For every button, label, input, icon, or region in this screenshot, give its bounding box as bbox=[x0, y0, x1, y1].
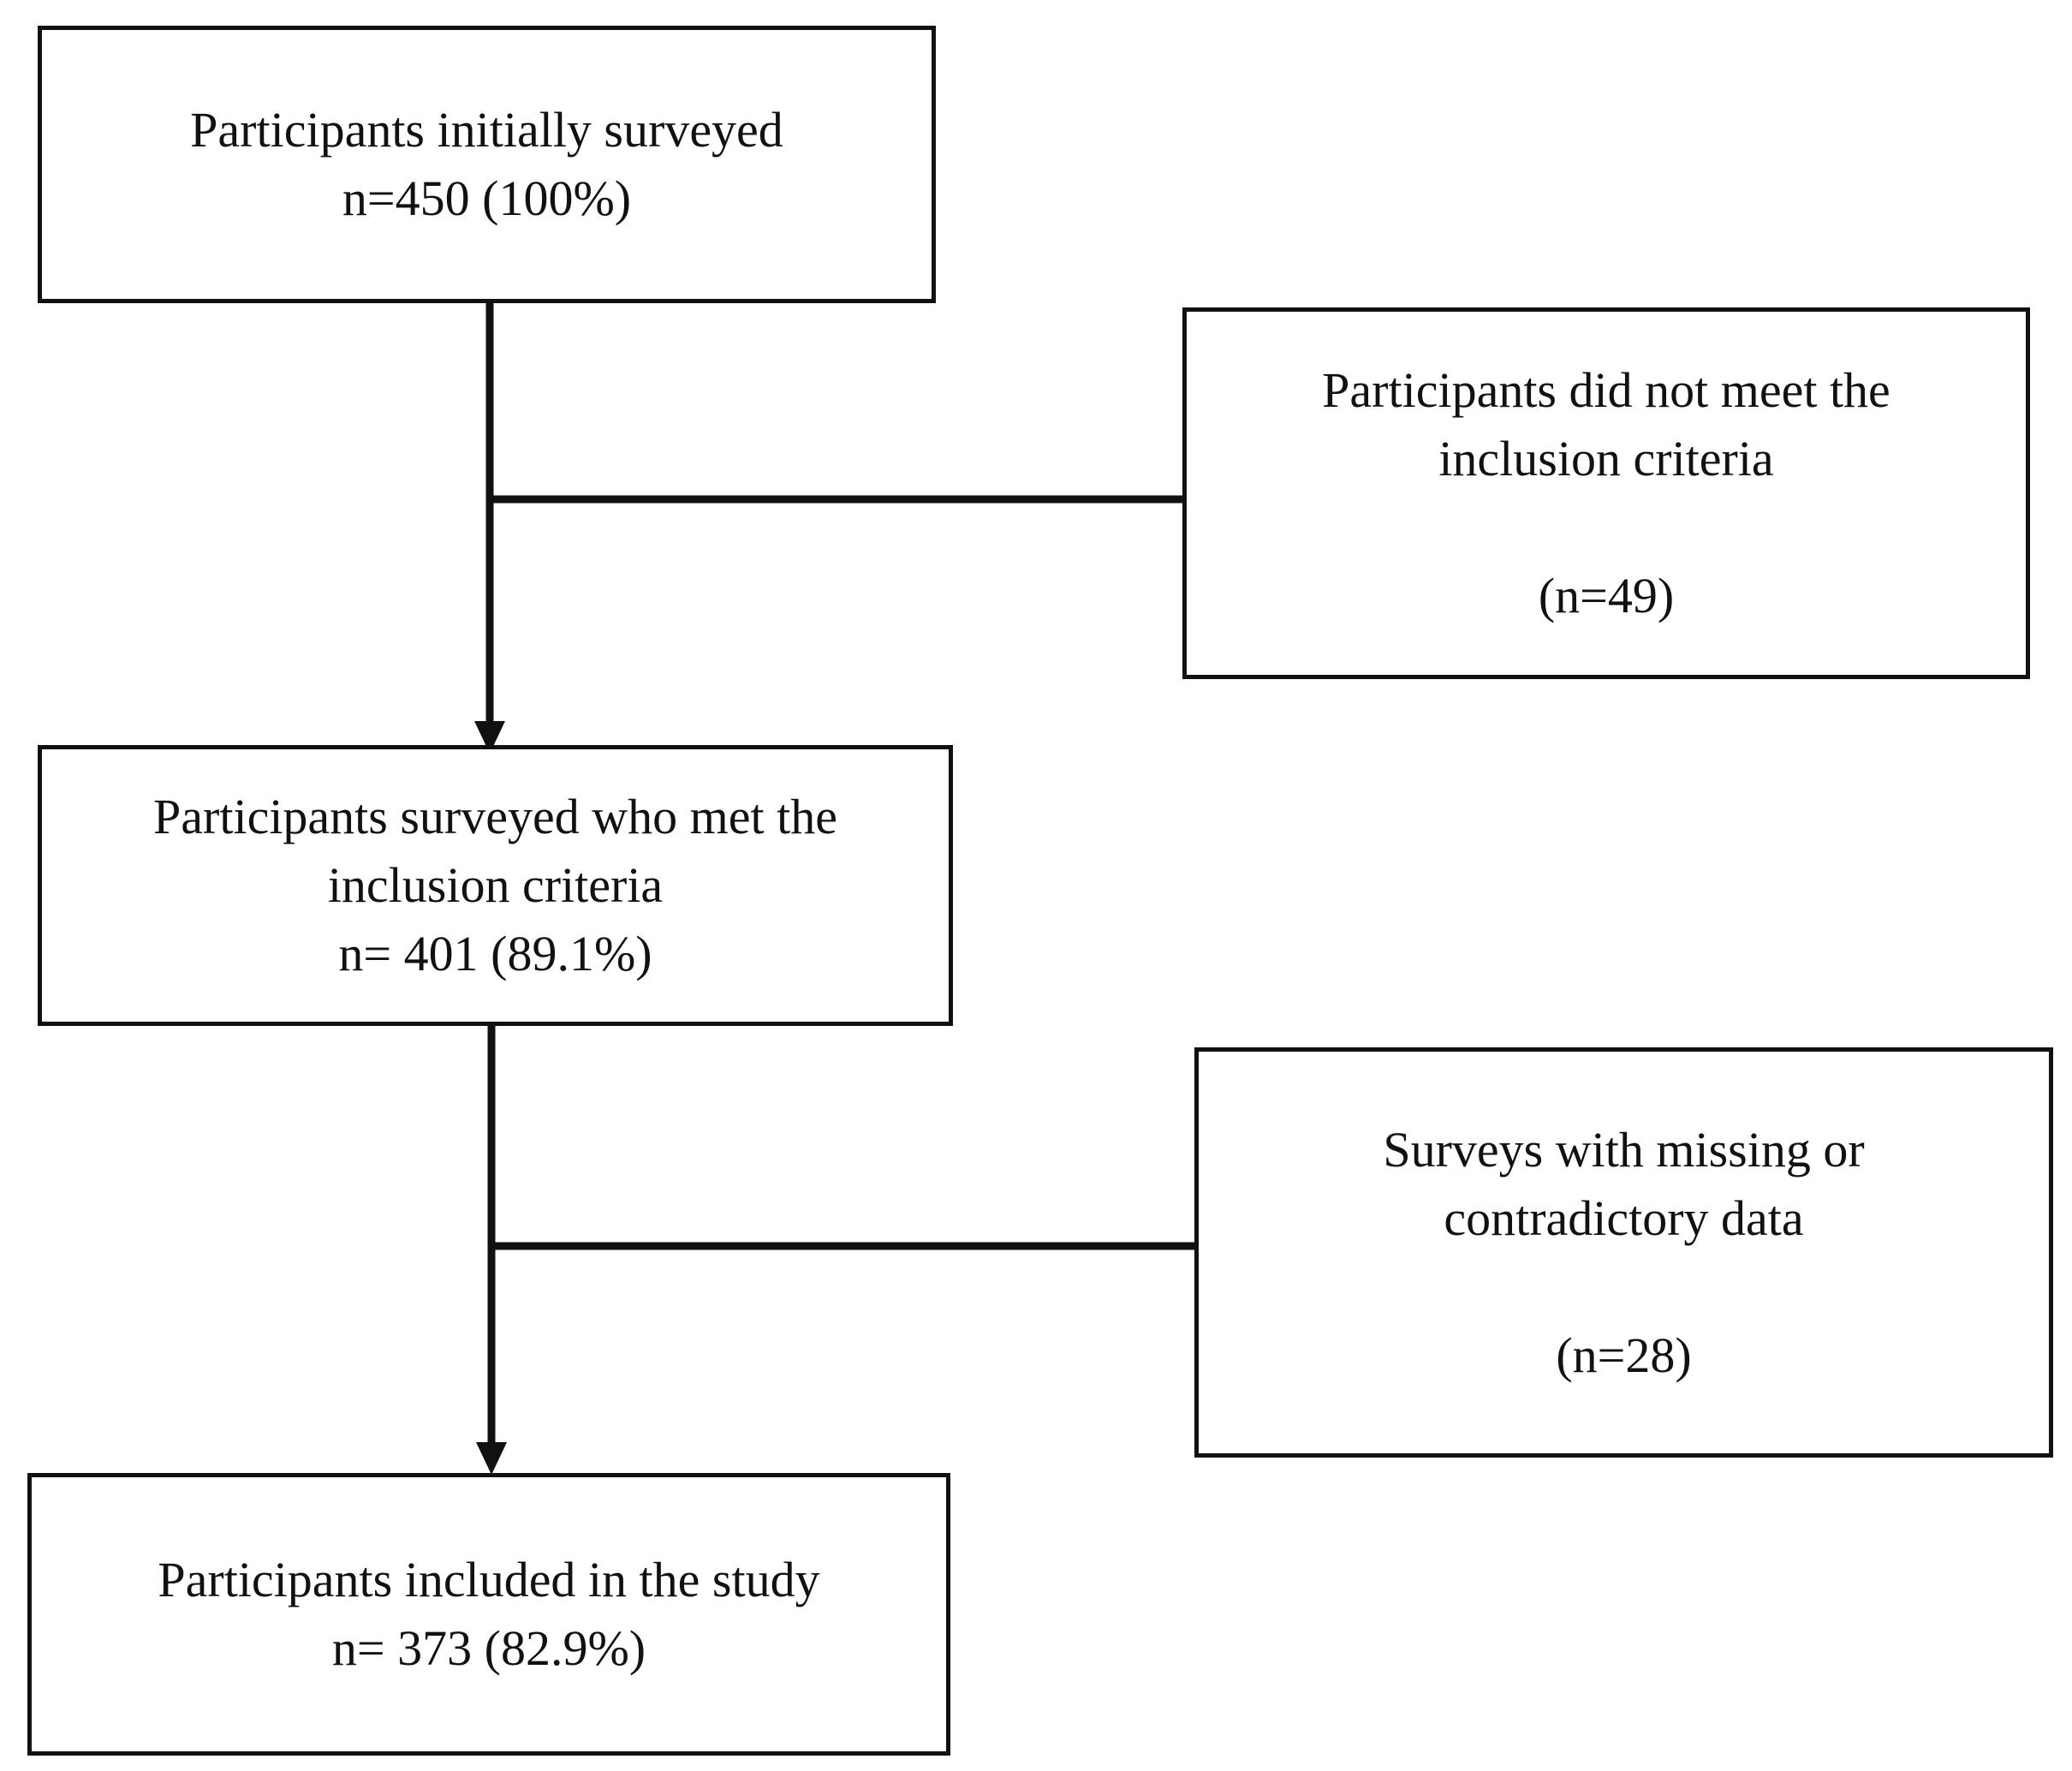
box-met-criteria: Participants surveyed who met the inclus… bbox=[38, 745, 953, 1026]
box-met-criteria-line2: inclusion criteria bbox=[327, 857, 664, 913]
box-included-count: n= 373 (82.9%) bbox=[331, 1620, 646, 1676]
box-excluded-missing-count: (n=28) bbox=[1556, 1327, 1692, 1383]
box-initially-surveyed: Participants initially surveyed n=450 (1… bbox=[38, 26, 936, 303]
box-met-criteria-count: n= 401 (89.1%) bbox=[338, 926, 652, 981]
box-initially-surveyed-count: n=450 (100%) bbox=[342, 170, 632, 226]
box-excluded-criteria-line2: inclusion criteria bbox=[1438, 431, 1774, 486]
arrowhead-to-included bbox=[476, 1442, 507, 1475]
box-excluded-criteria-count: (n=49) bbox=[1538, 568, 1675, 623]
box-excluded-missing-line1: Surveys with missing or bbox=[1383, 1121, 1865, 1178]
box-excluded-criteria: Participants did not meet the inclusion … bbox=[1182, 307, 2030, 679]
box-included-title: Participants included in the study bbox=[158, 1552, 820, 1607]
box-excluded-missing: Surveys with missing or contradictory da… bbox=[1194, 1047, 2053, 1458]
box-excluded-missing-line2: contradictory data bbox=[1444, 1190, 1804, 1246]
box-included: Participants included in the study n= 37… bbox=[27, 1473, 950, 1756]
box-initially-surveyed-title: Participants initially surveyed bbox=[190, 102, 783, 158]
arrowhead-to-met bbox=[474, 721, 505, 754]
box-excluded-criteria-line1: Participants did not meet the bbox=[1322, 362, 1890, 418]
box-met-criteria-line1: Participants surveyed who met the bbox=[153, 789, 837, 844]
